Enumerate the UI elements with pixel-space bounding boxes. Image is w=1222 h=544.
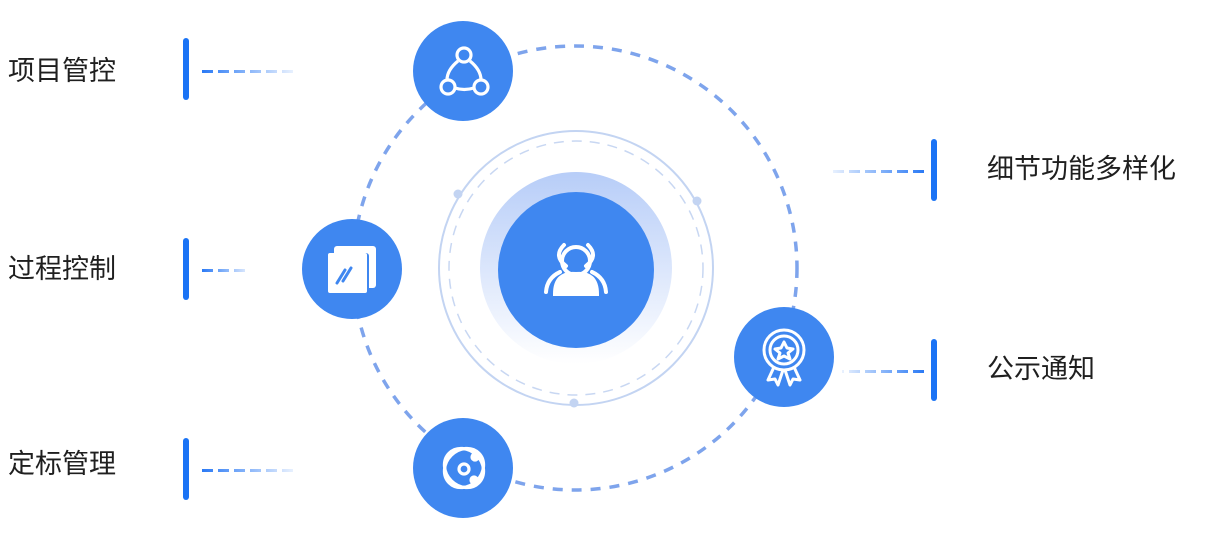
network-icon <box>439 46 490 96</box>
label-project-control: 项目管控 <box>8 56 116 87</box>
node-process-control[interactable] <box>302 219 402 319</box>
connector-line <box>842 370 924 373</box>
inner-dashed-ring <box>448 140 704 396</box>
connector-line <box>202 469 294 472</box>
label-detail-features: 细节功能多样化 <box>987 154 1176 185</box>
users-icon <box>544 243 608 296</box>
node-bid-management[interactable] <box>413 418 513 518</box>
ring-dot <box>453 189 463 199</box>
label-bar <box>183 38 189 100</box>
label-process-control: 过程控制 <box>8 254 116 285</box>
label-bar <box>931 339 937 401</box>
award-icon <box>762 328 806 387</box>
orbit-ring <box>351 44 799 492</box>
label-bid-management: 定标管理 <box>8 449 116 480</box>
connector-line <box>202 269 250 272</box>
label-bar <box>183 238 189 300</box>
label-bar <box>931 139 937 201</box>
connector-line <box>202 70 294 73</box>
node-public-notice[interactable] <box>734 307 834 407</box>
connector-line <box>832 170 924 173</box>
center-node[interactable] <box>498 192 654 348</box>
node-project-control[interactable] <box>413 21 513 121</box>
ring-dot <box>569 398 579 408</box>
atom-icon <box>442 446 486 490</box>
ring-dot <box>692 196 702 206</box>
label-bar <box>183 438 189 500</box>
edit-doc-icon <box>328 246 376 293</box>
label-public-notice: 公示通知 <box>987 354 1095 385</box>
